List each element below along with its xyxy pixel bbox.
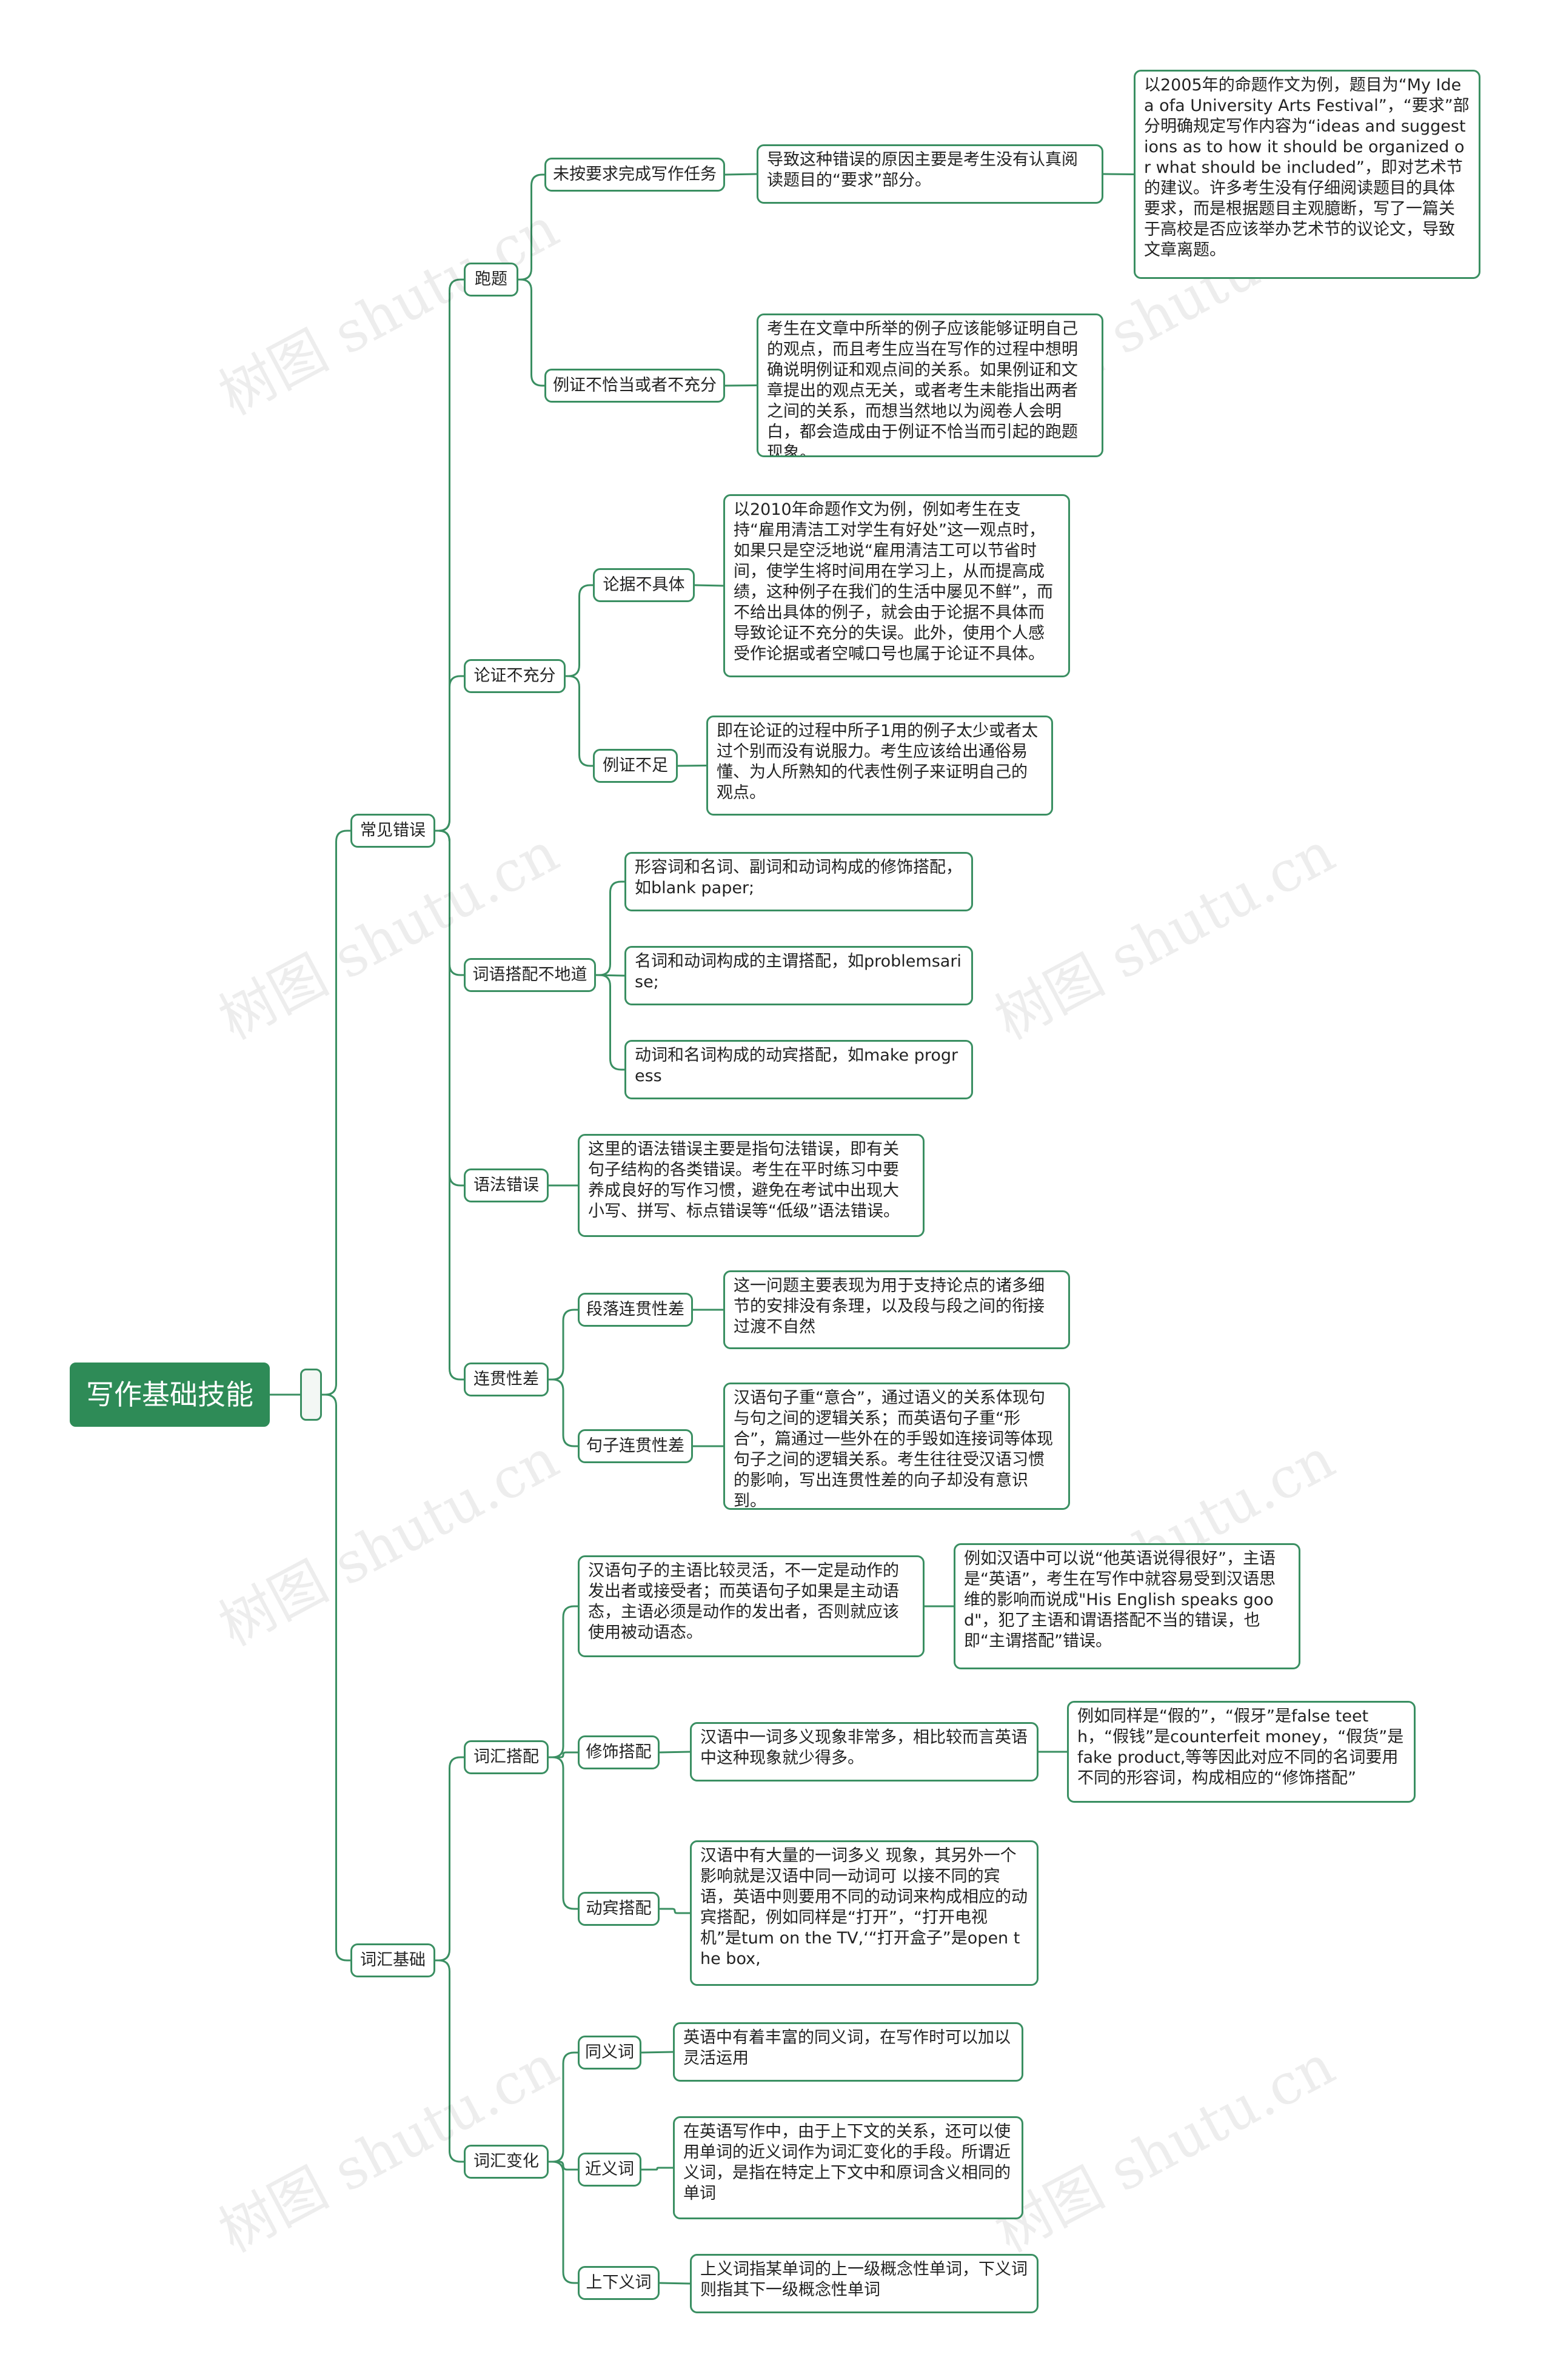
note-grammar-errors: 这里的语法错误主要是指句法错误，即有关句子结构的各类错误。考生在平时练习中要养成… (578, 1134, 925, 1237)
note-polysemy: 汉语中一词多义现象非常多，相比较而言英语中这种现象就少得多。 (690, 1722, 1039, 1782)
topic-common-errors[interactable]: 常见错误 (350, 814, 435, 848)
note-synonyms: 英语中有着丰富的同义词，在写作时可以加以灵活运用 (673, 2022, 1023, 2082)
connector-cihui-cihuibianhua (435, 1959, 464, 2163)
subtopic-grammar-errors[interactable]: 语法错误 (464, 1168, 549, 1202)
connector-cihui-cihuidapei (435, 1756, 464, 1962)
subtopic-insufficient-argument[interactable]: 论证不充分 (464, 659, 566, 693)
item-modifier-collocation[interactable]: 修饰搭配 (578, 1735, 660, 1769)
note-non-specific-evidence: 以2010年命题作文为例，例如考生在支持“雇用清洁工对学生有好处”这一观点时，如… (723, 494, 1070, 677)
connector-paoti-weiyaoqiu (518, 173, 544, 281)
connector-cihuidapei-zhuwei_desc (549, 1605, 578, 1758)
connector-lianguan-juzi (549, 1378, 578, 1447)
note-2005-exam-example: 以2005年的命题作文为例，题目为“My Idea ofa University… (1134, 70, 1480, 279)
note-subject-predicate: 汉语句子的主语比较灵活，不一定是动作的发出者或接受者；而英语句子如果是主动语态，… (578, 1555, 925, 1657)
note-near-synonyms: 在英语写作中，由于上下文的关系，还可以使用单词的近义词作为词汇变化的手段。所谓近… (673, 2116, 1023, 2219)
note-modifier-collocation: 形容词和名词、副词和动词构成的修饰搭配，如blank paper; (624, 852, 973, 911)
subtopic-collocation[interactable]: 词语搭配不地道 (464, 958, 596, 992)
subtopic-word-collocation[interactable]: 词汇搭配 (464, 1740, 549, 1774)
connector-dapei-dapei_3 (596, 974, 624, 1071)
item-sentence-coherence[interactable]: 句子连贯性差 (578, 1429, 693, 1463)
subtopic-poor-coherence[interactable]: 连贯性差 (464, 1363, 549, 1396)
item-near-synonyms[interactable]: 近义词 (578, 2153, 641, 2187)
note-inappropriate-examples: 考生在文章中所举的例子应该能够证明自己的观点，而且考生应当在写作的过程中想明确说… (757, 313, 1103, 457)
connector-shangxia-shangxia_desc (659, 2282, 691, 2285)
connector-cihuibianhua-tongyi (549, 2051, 578, 2163)
note-verb-object-collocation: 动词和名词构成的动宾搭配，如make progress (624, 1040, 973, 1099)
connector-cihuidapei-xiushi (549, 1751, 578, 1758)
connector-changjian-lunzheng (435, 675, 464, 832)
item-hypernyms-hyponyms[interactable]: 上下义词 (578, 2266, 660, 2300)
connector-cihuibianhua-jinyi (549, 2160, 578, 2171)
connector-lunzheng-buzu (566, 675, 593, 767)
note-requirements-reason: 导致这种错误的原因主要是考生没有认真阅读题目的“要求”部分。 (757, 144, 1103, 204)
connector-hub-changjian (322, 830, 350, 1396)
connector-dongbin-dongbin_desc (660, 1908, 690, 1914)
connector-changjian-lianguan (435, 830, 464, 1381)
item-not-following-requirements[interactable]: 未按要求完成写作任务 (544, 158, 725, 192)
note-subject-verb-collocation: 名词和动词构成的主谓搭配，如problemsarise; (624, 946, 973, 1005)
connector-lianguan-duanluo (549, 1309, 578, 1381)
subtopic-word-variation[interactable]: 词汇变化 (464, 2145, 549, 2179)
note-insufficient-examples: 即在论证的过程中所子1用的例子太少或者太过个别而没有说服力。考生应该给出通俗易懂… (706, 716, 1053, 816)
item-paragraph-coherence[interactable]: 段落连贯性差 (578, 1293, 693, 1327)
note-subject-predicate-example: 例如汉语中可以说“他英语说得很好”，主语是“英语”，考生在写作中就容易受到汉语思… (954, 1543, 1300, 1669)
item-synonyms[interactable]: 同义词 (578, 2036, 641, 2070)
connector-weiyaoqiu_reason-weiyaoqiu_example (1103, 173, 1134, 175)
item-inappropriate-examples[interactable]: 例证不恰当或者不充分 (544, 369, 725, 403)
connector-cihuidapei-dongbin (549, 1756, 578, 1910)
note-fake-examples: 例如同样是“假的”，“假牙”是false teeth，“假钱”是counterf… (1067, 1701, 1416, 1803)
connector-jinyi-jinyi_desc (641, 2167, 673, 2171)
connector-weiyaoqiu-weiyaoqiu_reason (724, 173, 757, 176)
item-non-specific-evidence[interactable]: 论据不具体 (593, 568, 695, 602)
root-node[interactable]: 写作基础技能 (70, 1363, 270, 1427)
item-insufficient-examples[interactable]: 例证不足 (593, 749, 678, 783)
collapse-toggle[interactable] (300, 1369, 322, 1421)
connector-tongyi-tongyi_desc (641, 2051, 674, 2054)
note-sentence-coherence: 汉语句子重“意合”，通过语义的关系体现句与句之间的逻辑关系；而英语句子重“形合”… (723, 1383, 1070, 1510)
note-hypernyms-hyponyms: 上义词指某单词的上一级概念性单词，下义词则指其下一级概念性单词 (690, 2254, 1039, 2313)
note-verb-object-examples: 汉语中有大量的一词多义 现象，其另外一个影响就是汉语中同一动词可 以接不同的宾语… (690, 1840, 1039, 1986)
item-verb-object-collocation[interactable]: 动宾搭配 (578, 1892, 660, 1926)
connector-dapei-dapei_1 (596, 880, 624, 976)
connector-hub-cihui (322, 1393, 350, 1962)
connector-bujuti-bujuti_desc (694, 584, 724, 587)
connector-lunzheng-bujuti (566, 584, 593, 677)
topic-vocabulary-basics[interactable]: 词汇基础 (350, 1943, 435, 1977)
note-paragraph-coherence: 这一问题主要表现为用于支持论点的诸多细节的安排没有条理，以及段与段之间的衔接过渡… (723, 1270, 1070, 1349)
connector-cihuibianhua-shangxia (549, 2160, 578, 2284)
connector-paoti-lizheng (518, 278, 544, 387)
subtopic-off-topic[interactable]: 跑题 (464, 263, 518, 297)
